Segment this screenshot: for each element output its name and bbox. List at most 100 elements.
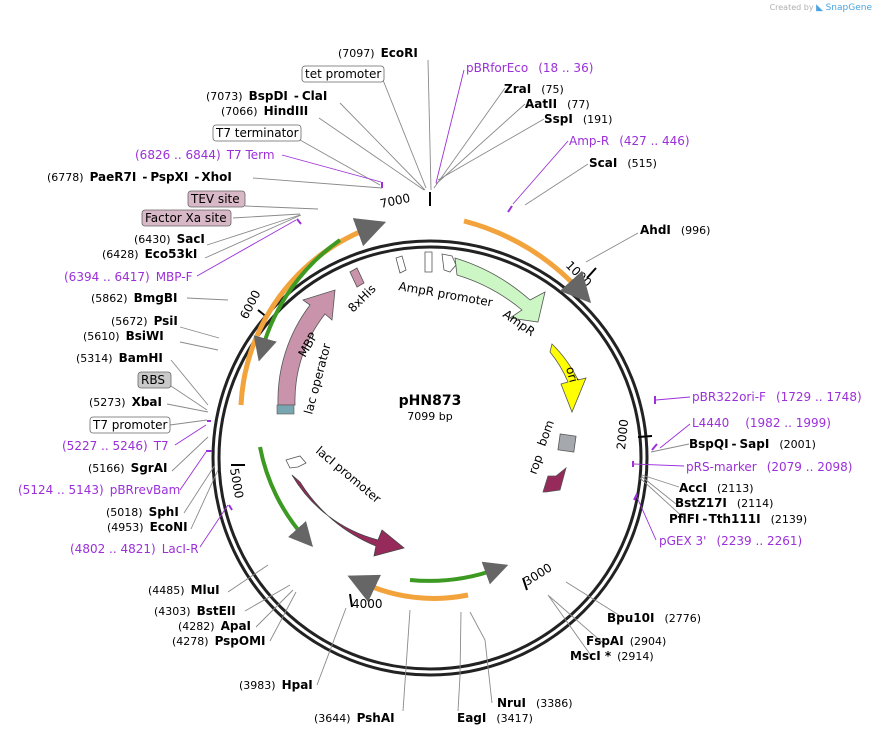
primer-ticks	[206, 182, 658, 511]
site-bstz17i[interactable]: BstZ17I(2114)	[675, 496, 773, 510]
box-tev-site-label: TEV site	[190, 192, 240, 206]
site-ecori[interactable]: (7097)EcoRI	[338, 46, 418, 60]
box-tev-site[interactable]	[187, 190, 246, 208]
his-tag-feature[interactable]	[349, 267, 365, 288]
ruler-label: 2000	[614, 418, 631, 450]
ruler-label: 4000	[352, 597, 383, 611]
site-xbai[interactable]: (5273)XbaI	[89, 395, 162, 409]
ori-feature[interactable]	[549, 343, 587, 414]
ruler-label: 6000	[237, 288, 263, 322]
box-tet-promoter[interactable]	[301, 65, 385, 83]
primer-mbp-f[interactable]: (6394 .. 6417)MBP-F	[64, 270, 193, 284]
site-apai[interactable]: (4282)ApaI	[178, 619, 251, 633]
site-sspi[interactable]: SspI(191)	[544, 112, 612, 126]
lac-operator-feature[interactable]	[276, 404, 295, 415]
site-sgrai[interactable]: (5166)SgrAI	[88, 461, 167, 475]
primer-labels: pBRforEco(18 .. 36) Amp-R(427 .. 446) pB…	[18, 61, 862, 556]
site-pshai[interactable]: (3644)PshAI	[314, 711, 395, 725]
primer-l4440[interactable]: L4440(1982 .. 1999)	[692, 416, 831, 430]
ori-label: ori	[563, 365, 581, 384]
box-rbs[interactable]	[137, 371, 172, 389]
bom-label: bom	[535, 418, 557, 448]
mbp-feature[interactable]	[277, 289, 336, 406]
primer-pbrforeco[interactable]: pBRforEco(18 .. 36)	[466, 61, 593, 75]
site-bamhi[interactable]: (5314)BamHI	[76, 351, 163, 365]
site-bsteii[interactable]: (4303)BstEII	[154, 604, 236, 618]
primer-t7[interactable]: (5227 .. 5246)T7	[62, 439, 169, 453]
site-bspqi-sapi[interactable]: BspQI-SapI(2001)	[689, 437, 816, 451]
bom-feature[interactable]	[557, 433, 577, 453]
ruler-label: 1000	[563, 258, 594, 289]
box-tet-promoter-label: tet promoter	[305, 67, 381, 81]
box-factor-xa-site-label: Factor Xa site	[145, 211, 227, 225]
his-label: 8xHis	[345, 282, 378, 315]
primer-pbr322ori-f[interactable]: pBR322ori-F(1729 .. 1748)	[692, 390, 862, 404]
site-pflfi-tth111i[interactable]: PflFI-Tth111I(2139)	[669, 512, 807, 526]
leader-lines	[166, 59, 691, 712]
laci-label: lacI	[329, 503, 354, 526]
site-fspai[interactable]: FspAI(2904)	[586, 634, 666, 648]
site-bpu10i[interactable]: Bpu10I(2776)	[607, 611, 701, 625]
credit-brand: SnapGene	[825, 3, 872, 13]
site-acci[interactable]: AccI(2113)	[679, 481, 754, 495]
site-labels: (7097)EcoRI ZraI(75) AatII(77) SspI(191)…	[47, 46, 816, 725]
site-econi[interactable]: (4953)EcoNI	[107, 520, 188, 534]
site-bmgbi[interactable]: (5862)BmgBI	[91, 291, 177, 305]
site-ahdi[interactable]: AhdI(996)	[640, 223, 710, 237]
orf-arc-3	[347, 574, 469, 602]
laci-promoter-feature[interactable]	[285, 455, 307, 469]
orf-arc-4	[253, 238, 342, 362]
plasmid-name: pHN873	[399, 393, 462, 409]
ampr-feature[interactable]	[454, 257, 546, 323]
t7-promoter-feature[interactable]	[424, 251, 433, 273]
backbone-outer	[211, 239, 649, 677]
orf-arc-2	[238, 218, 387, 406]
site-mlui[interactable]: (4485)MluI	[148, 583, 220, 597]
box-t7-promoter[interactable]	[89, 416, 171, 434]
site-hpai[interactable]: (3983)HpaI	[239, 678, 313, 692]
site-hindiii[interactable]: (7066)HindIII	[221, 104, 308, 118]
site-nrui[interactable]: NruI(3386)	[497, 696, 573, 710]
site-bsiwi[interactable]: (5610)BsiWI	[83, 329, 164, 343]
box-factor-xa-site[interactable]	[141, 209, 232, 227]
credit-created-by: Created by	[769, 3, 814, 12]
rop-label: rop	[526, 453, 546, 476]
site-zrai[interactable]: ZraI(75)	[504, 82, 564, 96]
primer-prs-marker[interactable]: pRS-marker(2079 .. 2098)	[686, 460, 852, 474]
boxed-labels: tet promoter T7 terminator TEV site Fact…	[89, 65, 385, 434]
site-bspdi-clai[interactable]: (7073)BspDI-ClaI	[206, 89, 327, 103]
box-t7-terminator[interactable]	[212, 124, 302, 142]
primer-pgex3[interactable]: pGEX 3'(2239 .. 2261)	[659, 534, 802, 548]
tet-promoter-feature[interactable]	[395, 255, 407, 274]
ruler-label: 3000	[521, 560, 554, 588]
primer-pbrrevbam[interactable]: (5124 .. 5143)pBRrevBam	[18, 483, 180, 497]
primer-amp-r[interactable]: Amp-R(427 .. 446)	[569, 134, 690, 148]
site-eco53ki[interactable]: (6428)Eco53kI	[102, 247, 197, 261]
ampr-promoter-feature[interactable]	[441, 253, 457, 273]
laci-promoter-label: lacI promoter	[313, 444, 384, 506]
snapgene-logo-icon: ◣	[816, 3, 824, 13]
orf-arc-6	[409, 561, 509, 585]
site-pspomi[interactable]: (4278)PspOMI	[172, 634, 266, 648]
box-t7-terminator-label: T7 terminator	[215, 126, 299, 140]
site-aatii[interactable]: AatII(77)	[525, 97, 590, 111]
site-saci[interactable]: (6430)SacI	[134, 232, 205, 246]
orf-arc-5	[258, 446, 313, 547]
snapgene-credit: Created by ◣ SnapGene	[770, 3, 872, 13]
plasmid-length: 7099 bp	[407, 410, 452, 423]
rop-feature[interactable]	[542, 466, 567, 493]
site-eagi[interactable]: EagI(3417)	[457, 711, 533, 725]
site-scai[interactable]: ScaI(515)	[589, 156, 657, 170]
box-t7-promoter-label: T7 promoter	[92, 418, 168, 432]
backbone-inner	[217, 245, 643, 671]
site-msci[interactable]: MscI *(2914)	[570, 649, 654, 663]
primer-laci-r[interactable]: (4802 .. 4821)LacI-R	[70, 542, 199, 556]
box-rbs-label: RBS	[141, 373, 165, 387]
primer-t7-term[interactable]: (6826 .. 6844)T7 Term	[135, 148, 275, 162]
site-psii[interactable]: (5672)PsiI	[111, 314, 178, 328]
laci-feature[interactable]	[291, 474, 405, 557]
site-paer7i-pspxi-xhoi[interactable]: (6778)PaeR7I-PspXI-XhoI	[47, 170, 232, 184]
site-sphi[interactable]: (5018)SphI	[106, 505, 179, 519]
ruler-label: 7000	[379, 191, 412, 211]
